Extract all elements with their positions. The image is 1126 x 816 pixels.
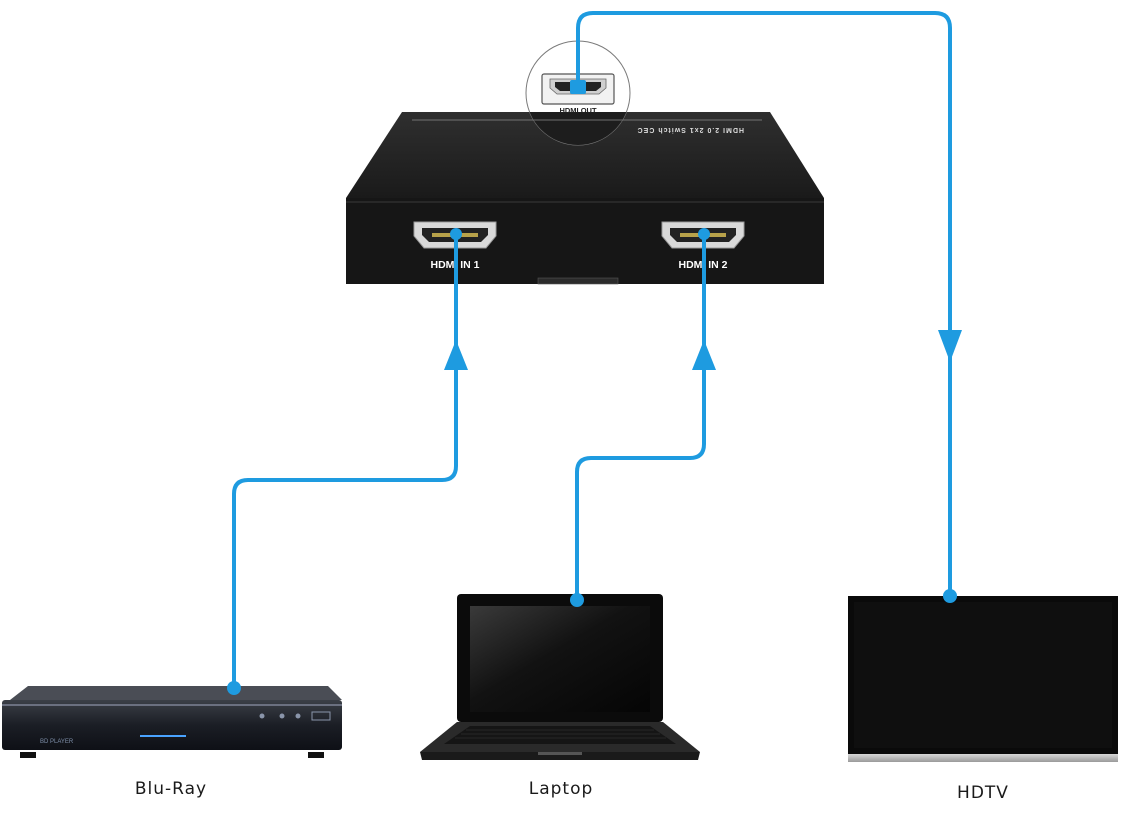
hdtv-caption: HDTV: [957, 783, 1009, 803]
bluray-caption: Blu-Ray: [135, 779, 207, 799]
switch-top-surface: [346, 112, 824, 198]
cable-bluray-to-in1: [232, 232, 458, 690]
arrow-up-in1: [444, 340, 468, 370]
connector-dot-bluray: [227, 681, 241, 695]
laptop-touchpad: [538, 752, 582, 755]
hdtv-screen: [854, 602, 1112, 748]
bluray-front-text: BD PLAYER: [40, 739, 74, 745]
bluray-eject-icon: [311, 711, 331, 721]
connector-dot-hdtv: [943, 589, 957, 603]
cable-out-to-hdtv: [576, 11, 952, 598]
connector-plug-out: [570, 80, 586, 94]
switch-bottom-slot: [537, 277, 619, 285]
bluray-disc-slot-light: [140, 735, 186, 737]
hdtv: HDTV: [848, 596, 1118, 803]
laptop-screen: [470, 606, 650, 712]
bluray-button-2: [279, 713, 285, 719]
hdmi-out-label: HDMI OUT: [559, 106, 596, 115]
laptop: Laptop: [420, 594, 700, 799]
arrow-up-in2: [692, 340, 716, 370]
bluray-player: BD PLAYER Blu-Ray: [2, 686, 342, 799]
laptop-keyboard: [444, 726, 676, 744]
connector-dot-in2: [698, 228, 710, 240]
connector-dot-in1: [450, 228, 462, 240]
cable-laptop-to-in2: [575, 232, 706, 602]
bluray-button-3: [295, 713, 301, 719]
hdtv-bezel-bottom: [848, 754, 1118, 762]
connector-dot-laptop: [570, 593, 584, 607]
bluray-button-1: [259, 713, 265, 719]
laptop-caption: Laptop: [529, 779, 594, 799]
switch-top-label: HDMI 2.0 2x1 Switch CEC: [637, 126, 744, 133]
cables: [232, 11, 952, 690]
hdmi-switch-device: HDMI 2.0 2x1 Switch CEC HDMI IN 1 HDMI I…: [346, 40, 824, 285]
arrow-down-hdtv: [938, 330, 962, 362]
